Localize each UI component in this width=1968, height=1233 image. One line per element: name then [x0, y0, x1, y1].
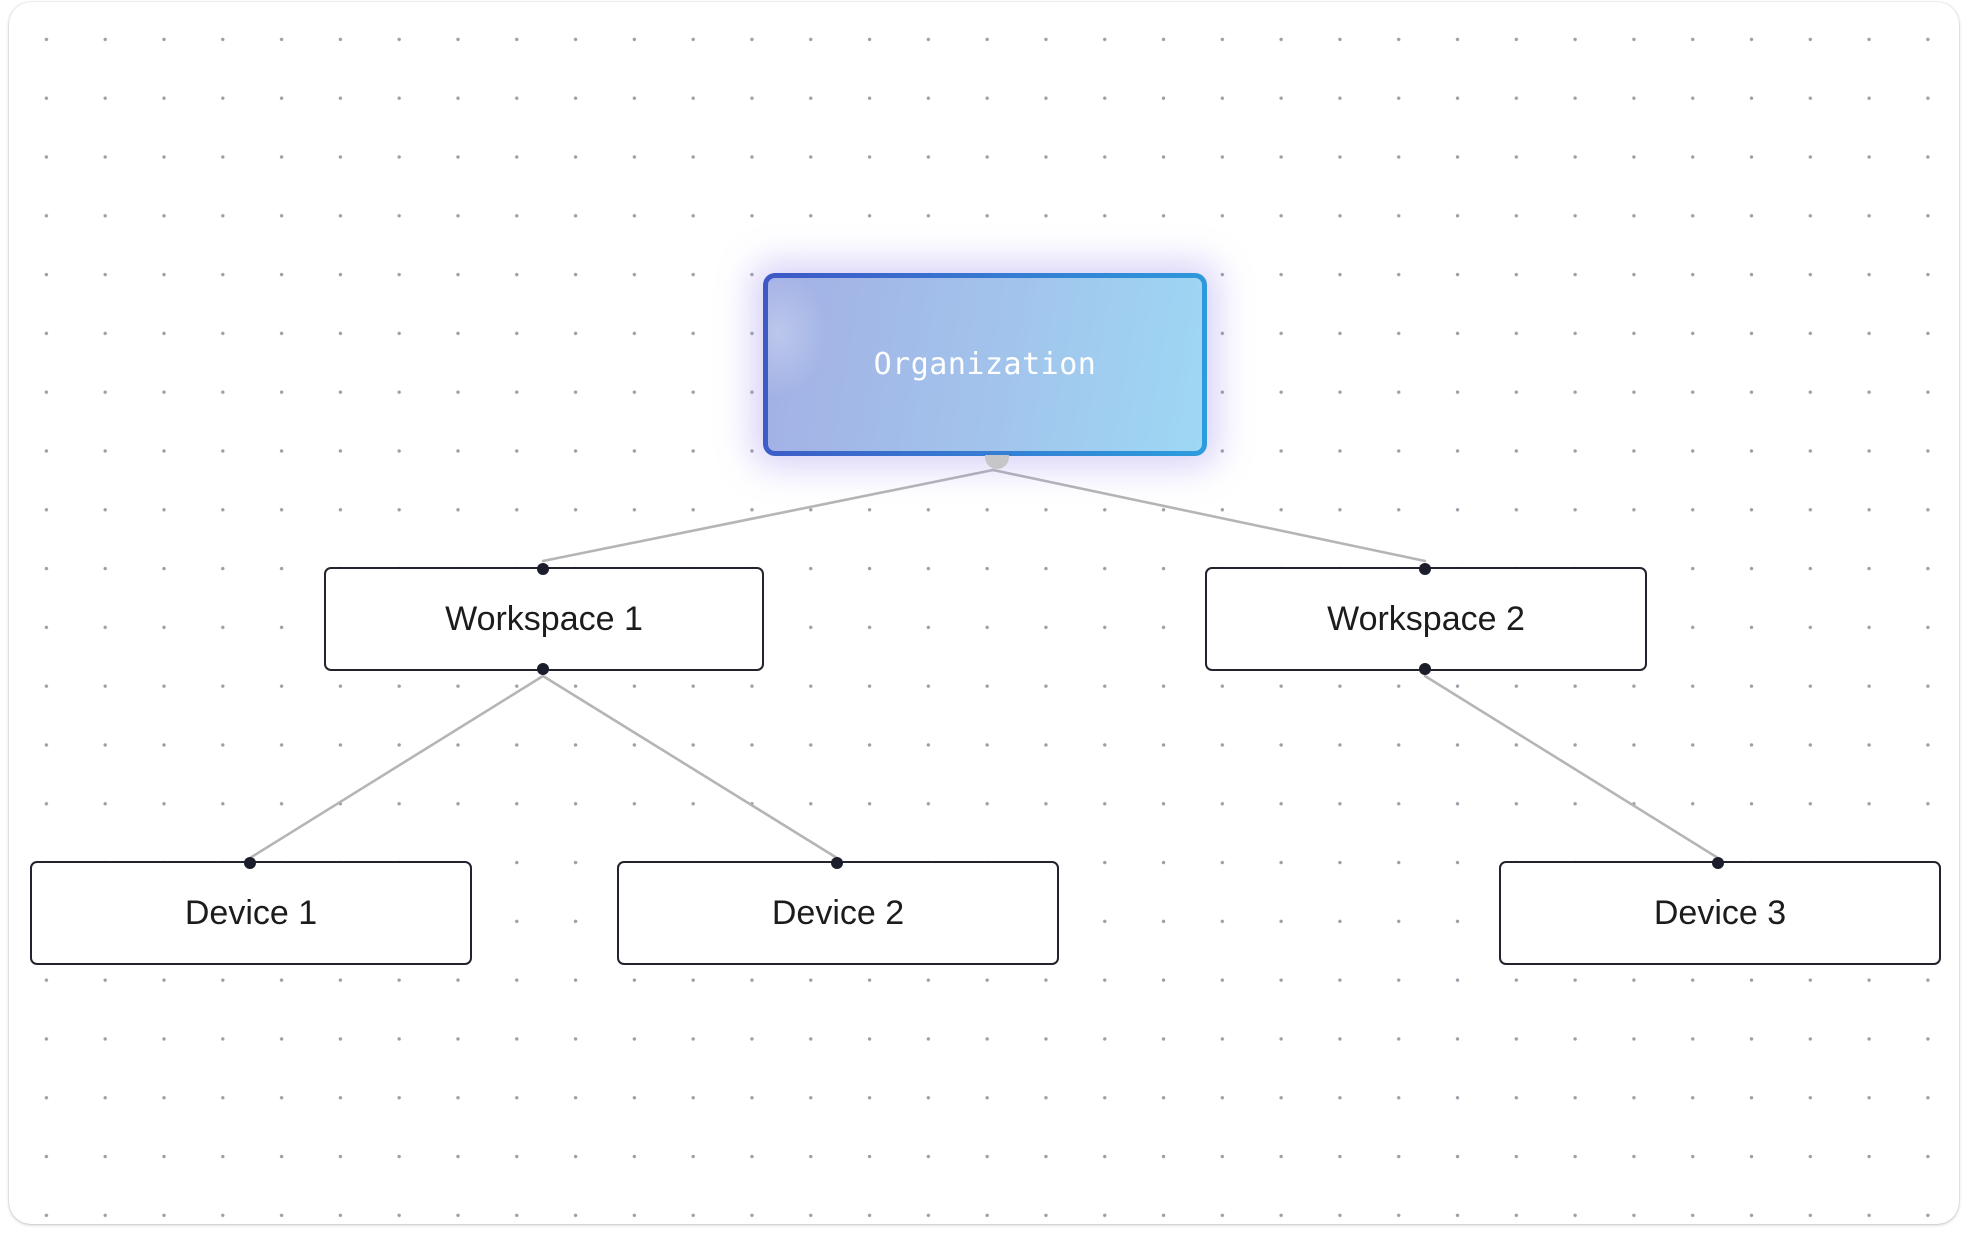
node-device-1-label: Device 1 [184, 893, 318, 932]
device-3-target-handle[interactable] [1712, 857, 1724, 869]
workspace-2-source-handle[interactable] [1419, 663, 1431, 675]
workspace-1-target-handle[interactable] [537, 563, 549, 575]
node-organization-label: Organization [873, 347, 1097, 382]
workspace-1-source-handle[interactable] [537, 663, 549, 675]
node-device-3[interactable]: Device 3 [1499, 861, 1941, 965]
workspace-2-target-handle[interactable] [1419, 563, 1431, 575]
edge-organization-workspace-2[interactable] [991, 468, 1427, 563]
device-2-target-handle[interactable] [831, 857, 843, 869]
organization-source-handle[interactable] [985, 455, 1009, 469]
device-1-target-handle[interactable] [244, 857, 256, 869]
node-organization[interactable]: Organization [763, 273, 1207, 456]
node-workspace-1[interactable]: Workspace 1 [324, 567, 764, 671]
edge-workspace-2-device-3[interactable] [1423, 674, 1720, 860]
node-device-1[interactable]: Device 1 [30, 861, 472, 965]
node-device-2[interactable]: Device 2 [617, 861, 1059, 965]
edge-workspace-1-device-2[interactable] [541, 674, 839, 860]
node-workspace-2[interactable]: Workspace 2 [1205, 567, 1647, 671]
node-device-3-label: Device 3 [1653, 893, 1787, 932]
node-workspace-2-label: Workspace 2 [1327, 599, 1525, 638]
root-highlight [768, 278, 828, 398]
node-workspace-1-label: Workspace 1 [445, 599, 643, 638]
node-device-2-label: Device 2 [771, 893, 905, 932]
edge-workspace-1-device-1[interactable] [248, 674, 545, 860]
edge-organization-workspace-1[interactable] [541, 468, 995, 563]
